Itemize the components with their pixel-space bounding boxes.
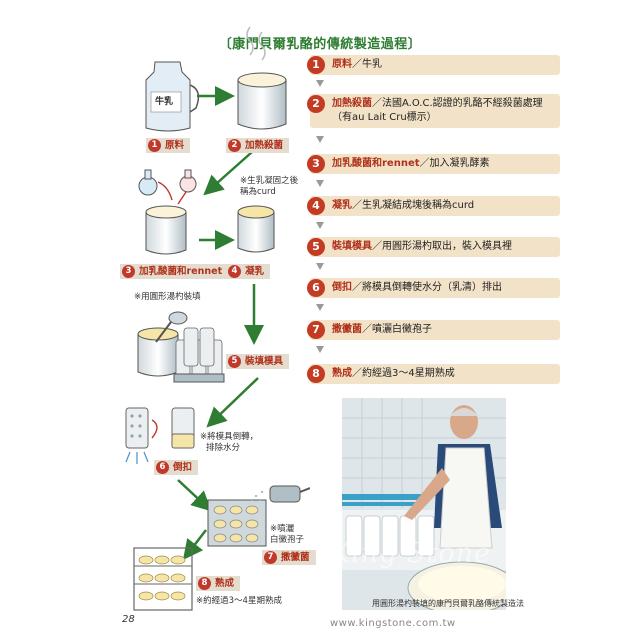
watermark-logo: King Stone <box>330 538 492 569</box>
step-arrow-icon <box>316 346 324 353</box>
step-arrow-icon <box>316 80 324 87</box>
note-spray-1: ※噴灑 <box>270 524 295 534</box>
step-1: 1 原料／牛乳 <box>307 55 560 75</box>
step-arrow-icon <box>316 304 324 311</box>
note-aging: ※約經過3～4星期熟成 <box>196 596 282 606</box>
heating-pot-icon <box>237 26 287 130</box>
rennet-flask-icon <box>138 169 197 205</box>
note-ladle: ※用圓形湯杓裝填 <box>134 292 201 302</box>
cheesemaker-photo <box>342 398 506 610</box>
step-2: 2 加熱殺菌／法國A.O.C.認證的乳酪不經殺菌處理（有au Lait Cru標… <box>307 94 560 128</box>
aging-rack-icon <box>133 547 193 611</box>
inverted-mold-icon <box>125 407 195 464</box>
note-curd-2: 稱為curd <box>240 187 276 197</box>
curd-pot-icon <box>237 205 275 253</box>
page-title: 〔康門貝爾乳酪的傳統製造過程〕 <box>218 37 422 52</box>
step-arrow-icon <box>316 222 324 229</box>
curdling-pot-icon <box>145 205 187 255</box>
step-5: 5 裝填模具／用圓形湯杓取出，裝入模具裡 <box>307 237 560 257</box>
watermark-url: www.kingstone.com.tw <box>330 618 456 629</box>
photo-caption: 用圓形湯杓裝填的康門貝爾乳酪傳統製造法 <box>372 599 524 608</box>
step-arrow-icon <box>316 180 324 187</box>
mold-filling-icon <box>137 311 225 383</box>
page-number: 28 <box>122 614 135 625</box>
step-arrow-icon <box>316 263 324 270</box>
step-6: 6 倒扣／將模具倒轉使水分（乳清）排出 <box>307 278 560 298</box>
step-3: 3 加乳酸菌和rennet／加入凝乳酵素 <box>307 154 560 174</box>
note-invert-2: 排除水分 <box>206 443 241 453</box>
step-7: 7 撒黴菌／噴灑白黴孢子 <box>307 320 560 340</box>
note-invert-1: ※將模具倒轉， <box>200 432 259 442</box>
milk-jug-icon <box>145 61 200 132</box>
process-illustration <box>125 26 310 611</box>
milk-jug-label: 牛乳 <box>155 97 174 107</box>
step-8: 8 熟成／約經過3～4星期熟成 <box>307 364 560 384</box>
step-arrow-icon <box>316 136 324 143</box>
spray-tray-icon <box>207 485 310 547</box>
step-4: 4 凝乳／生乳凝結成塊後稱為curd <box>307 196 560 216</box>
note-curd-1: ※生乳凝固之後 <box>240 176 299 186</box>
note-spray-2: 白黴孢子 <box>270 535 305 545</box>
